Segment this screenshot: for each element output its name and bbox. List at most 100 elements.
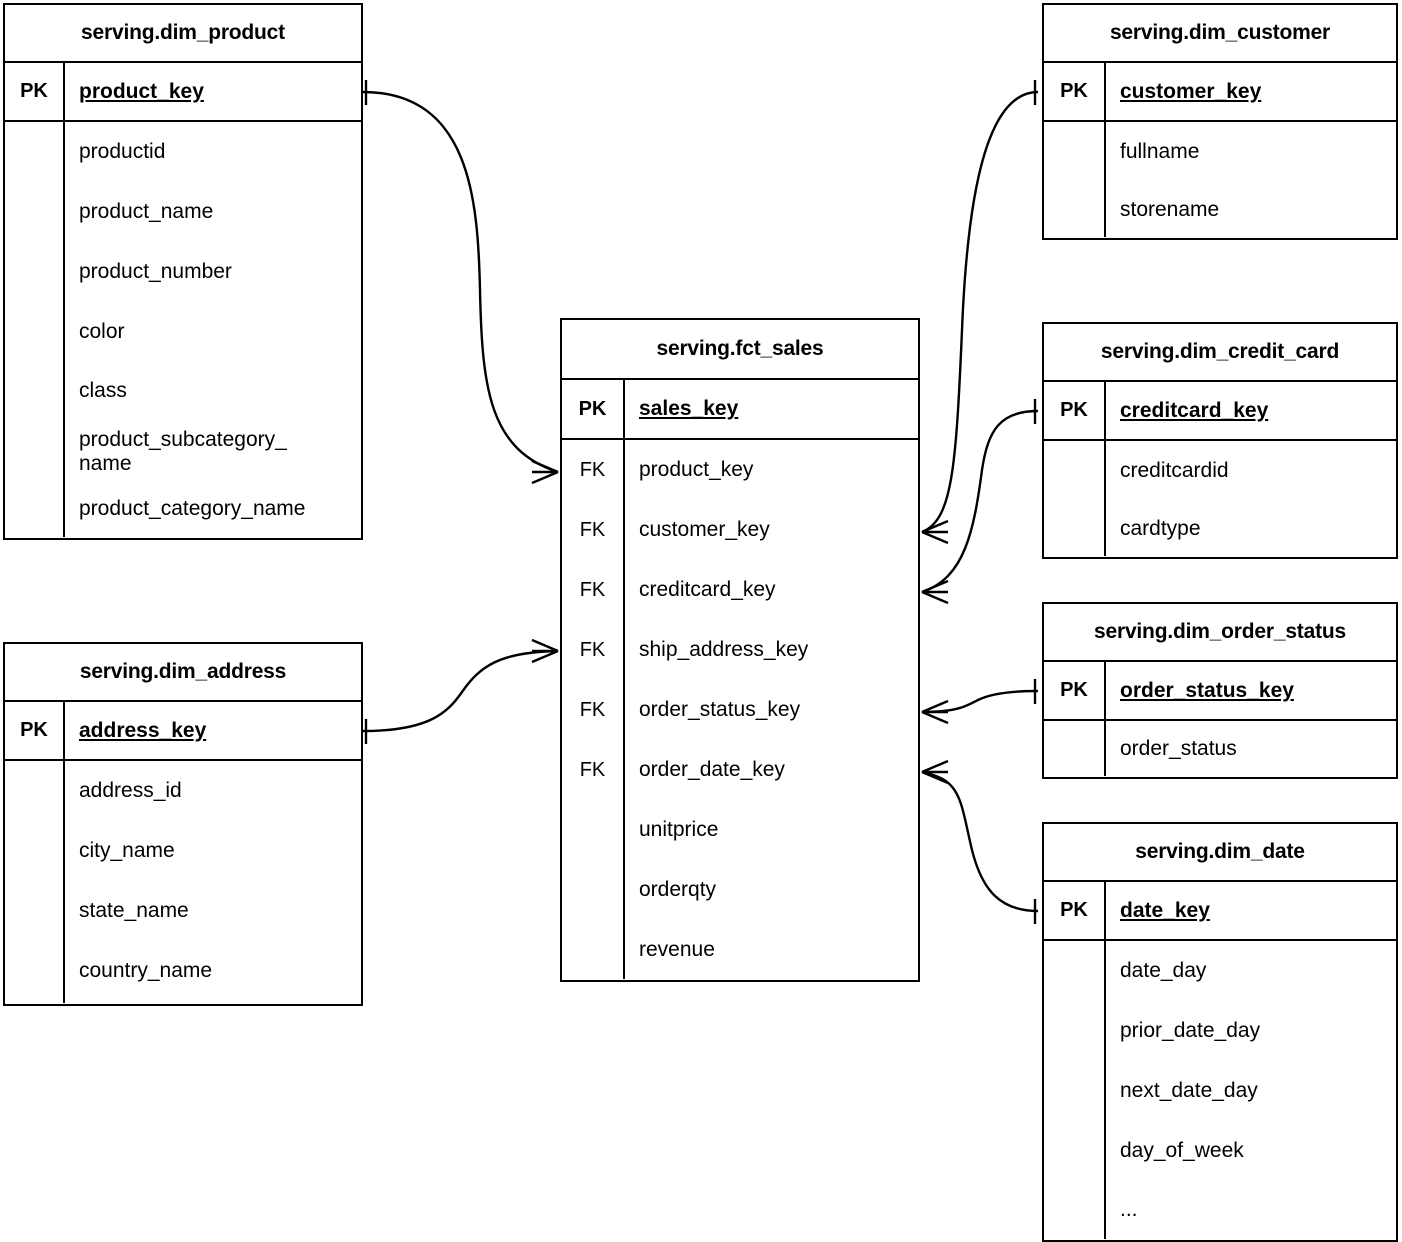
fk-label: FK [562, 740, 625, 800]
attribute-prior-date-day: prior_date_day [1120, 1019, 1261, 1043]
crowsfoot-product [531, 459, 559, 485]
attribute-block-dim-customer: fullname storename [1044, 122, 1396, 237]
attribute-block-dim-credit-card: creditcardid cardtype [1044, 441, 1396, 556]
fk-label: FK [562, 680, 625, 740]
fk-label: FK [562, 440, 625, 500]
key-column-spacer [5, 122, 65, 537]
attribute-product-category-name: product_category_name [79, 497, 306, 521]
key-column-spacer [562, 800, 625, 979]
fk-label: FK [562, 500, 625, 560]
attribute-order-status: order_status [1120, 736, 1237, 760]
key-column-spacer [1044, 122, 1106, 237]
entity-title-dim-date: serving.dim_date [1044, 824, 1396, 882]
attribute-product-number: product_number [79, 260, 232, 284]
fk-field-customer-key: customer_key [639, 518, 770, 542]
attribute-creditcardid: creditcardid [1120, 459, 1229, 483]
entity-title-fct-sales: serving.fct_sales [562, 320, 918, 380]
pk-field-customer-key: customer_key [1120, 79, 1262, 103]
pk-label: PK [1044, 882, 1106, 939]
fk-field-order-status-key: order_status_key [639, 698, 801, 722]
fk-field-order-date-key: order_date_key [639, 758, 785, 782]
pk-row-dim-credit-card[interactable]: PK creditcard_key [1044, 382, 1396, 441]
entity-dim-address[interactable]: serving.dim_address PK address_key addre… [3, 642, 363, 1006]
measure-revenue: revenue [639, 937, 715, 961]
fk-row-order-status-key[interactable]: FK order_status_key [562, 680, 918, 740]
pk-row-dim-customer[interactable]: PK customer_key [1044, 63, 1396, 122]
entity-dim-date[interactable]: serving.dim_date PK date_key date_day pr… [1042, 822, 1398, 1242]
fk-row-ship-address-key[interactable]: FK ship_address_key [562, 620, 918, 680]
fk-label: FK [562, 620, 625, 680]
pk-label: PK [5, 702, 65, 759]
fk-field-creditcard-key: creditcard_key [639, 578, 776, 602]
pk-row-fct-sales[interactable]: PK sales_key [562, 380, 918, 440]
attribute-day-of-week: day_of_week [1120, 1139, 1244, 1163]
crowsfoot-date [921, 759, 949, 785]
attribute-state-name: state_name [79, 899, 189, 923]
pk-label: PK [1044, 63, 1106, 120]
attribute-address-id: address_id [79, 779, 182, 803]
relationship-customer-sales [921, 80, 1039, 545]
attribute-productid: productid [79, 140, 166, 164]
attribute-date-day: date_day [1120, 959, 1207, 983]
key-column-spacer [5, 761, 65, 1003]
pk-field-creditcard-key: creditcard_key [1120, 398, 1269, 422]
entity-dim-product[interactable]: serving.dim_product PK product_key produ… [3, 3, 363, 540]
attribute-product-subcategory-name: product_subcategory_ name [79, 428, 287, 475]
entity-fct-sales[interactable]: serving.fct_sales PK sales_key FK produc… [560, 318, 920, 982]
pk-label: PK [562, 380, 625, 438]
entity-title-dim-address: serving.dim_address [5, 644, 361, 702]
attribute-country-name: country_name [79, 959, 213, 983]
attribute-color: color [79, 320, 125, 344]
relationship-product-sales [362, 80, 559, 485]
pk-field-address-key: address_key [79, 718, 207, 742]
attribute-next-date-day: next_date_day [1120, 1079, 1258, 1103]
relationship-address-sales [362, 638, 559, 744]
relationship-orderstatus-sales [921, 679, 1039, 725]
fk-label: FK [562, 560, 625, 620]
attribute-storename: storename [1120, 197, 1220, 221]
attribute-cardtype: cardtype [1120, 516, 1201, 540]
fk-row-product-key[interactable]: FK product_key [562, 440, 918, 500]
pk-field-date-key: date_key [1120, 898, 1210, 922]
key-column-spacer [1044, 441, 1106, 556]
pk-row-dim-date[interactable]: PK date_key [1044, 882, 1396, 941]
attribute-fullname: fullname [1120, 140, 1200, 164]
entity-title-dim-product: serving.dim_product [5, 5, 361, 63]
crowsfoot-customer [921, 519, 949, 545]
key-column-spacer [1044, 721, 1106, 776]
entity-dim-credit-card[interactable]: serving.dim_credit_card PK creditcard_ke… [1042, 322, 1398, 559]
entity-title-dim-credit-card: serving.dim_credit_card [1044, 324, 1396, 382]
pk-label: PK [1044, 382, 1106, 439]
measure-unitprice: unitprice [639, 818, 719, 842]
attribute-block-dim-order-status: order_status [1044, 721, 1396, 776]
measure-block-fct-sales: unitprice orderqty revenue [562, 800, 918, 979]
pk-row-dim-product[interactable]: PK product_key [5, 63, 361, 122]
crowsfoot-orderstatus [921, 699, 949, 725]
crowsfoot-creditcard [921, 579, 949, 605]
entity-title-dim-customer: serving.dim_customer [1044, 5, 1396, 63]
pk-field-order-status-key: order_status_key [1120, 678, 1294, 702]
pk-label: PK [1044, 662, 1106, 719]
attribute-block-dim-address: address_id city_name state_name country_… [5, 761, 361, 1003]
crowsfoot-address [531, 638, 559, 664]
entity-dim-customer[interactable]: serving.dim_customer PK customer_key ful… [1042, 3, 1398, 240]
fk-row-creditcard-key[interactable]: FK creditcard_key [562, 560, 918, 620]
attribute-ellipsis: ... [1120, 1198, 1138, 1222]
fk-field-product-key: product_key [639, 458, 754, 482]
fk-row-customer-key[interactable]: FK customer_key [562, 500, 918, 560]
entity-dim-order-status[interactable]: serving.dim_order_status PK order_status… [1042, 602, 1398, 779]
entity-title-dim-order-status: serving.dim_order_status [1044, 604, 1396, 662]
attribute-block-dim-product: productid product_name product_number co… [5, 122, 361, 537]
attribute-product-name: product_name [79, 200, 214, 224]
pk-row-dim-order-status[interactable]: PK order_status_key [1044, 662, 1396, 721]
relationship-date-sales [921, 759, 1039, 924]
attribute-block-dim-date: date_day prior_date_day next_date_day da… [1044, 941, 1396, 1239]
fk-row-order-date-key[interactable]: FK order_date_key [562, 740, 918, 800]
pk-field-product-key: product_key [79, 79, 204, 103]
pk-label: PK [5, 63, 65, 120]
attribute-city-name: city_name [79, 839, 175, 863]
measure-orderqty: orderqty [639, 878, 717, 902]
pk-row-dim-address[interactable]: PK address_key [5, 702, 361, 761]
key-column-spacer [1044, 941, 1106, 1239]
